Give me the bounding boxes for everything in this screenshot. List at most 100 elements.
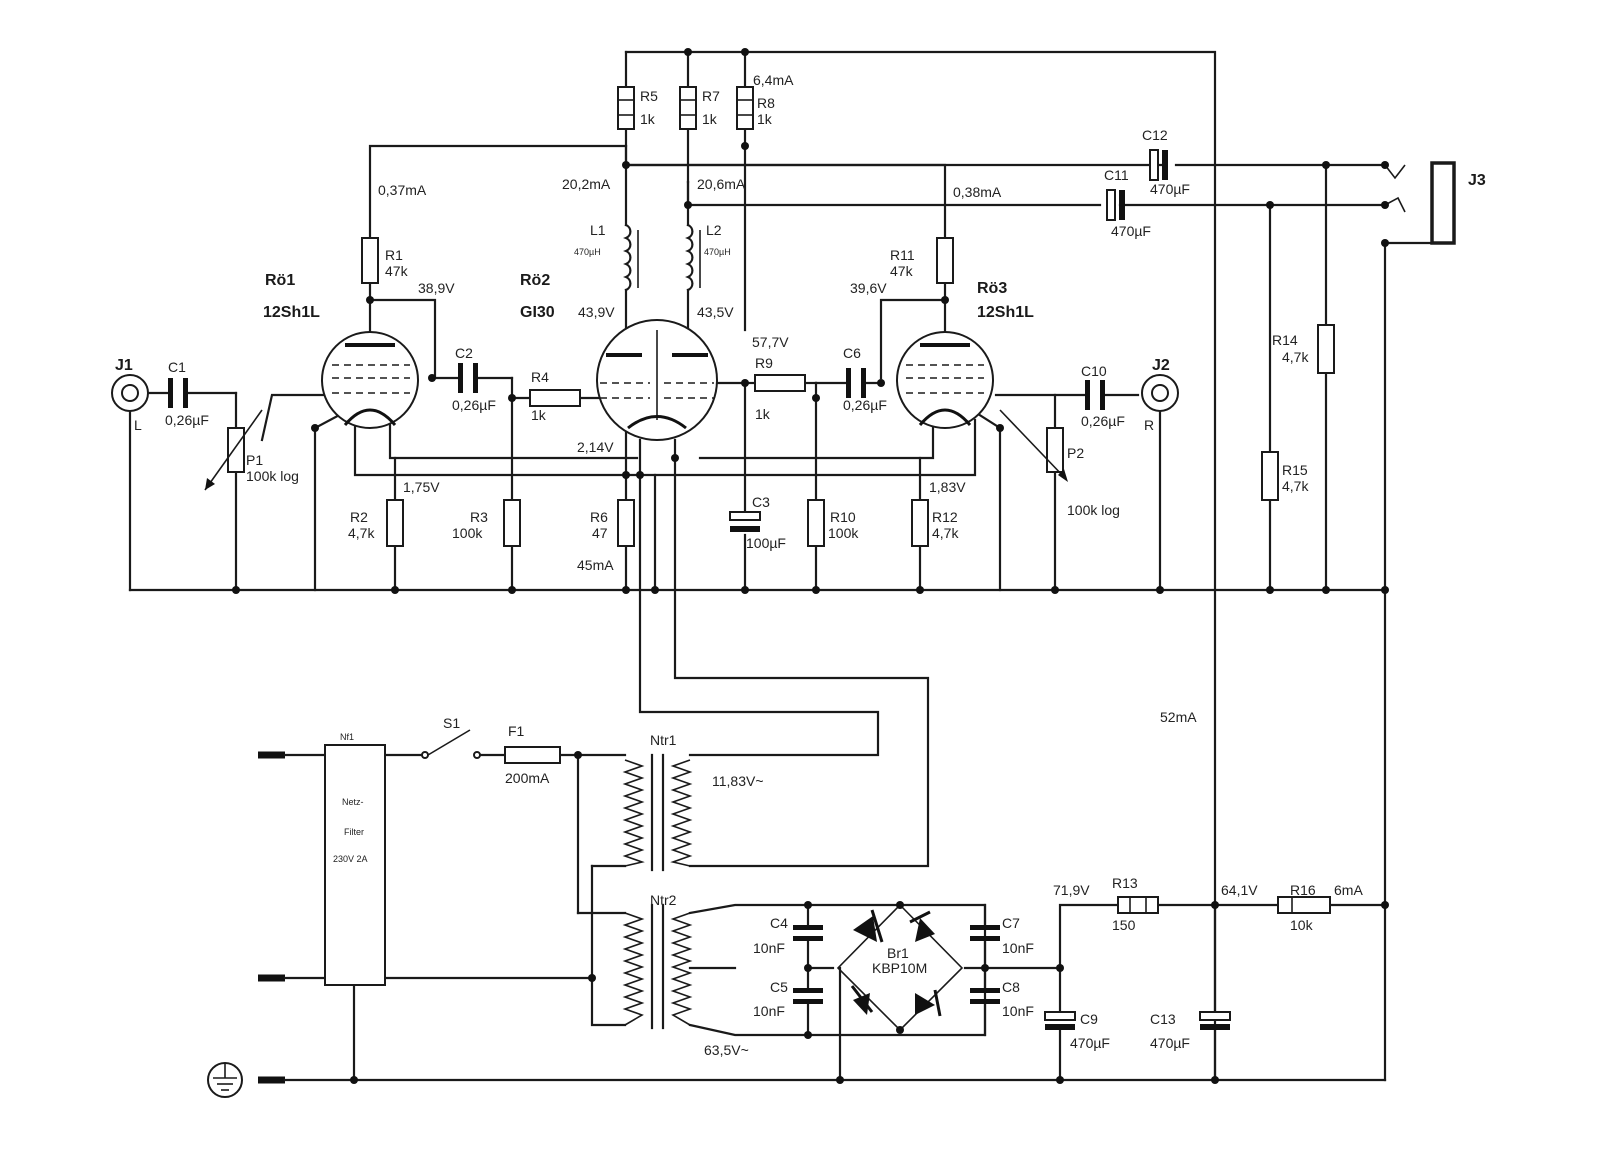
- label-r11-value: 47k: [890, 263, 914, 279]
- label-r1: R1: [385, 247, 403, 263]
- label-v-cath2: 2,14V: [577, 439, 614, 455]
- label-ro2-type: GI30: [520, 304, 555, 321]
- capacitor-c8: [970, 988, 1000, 1004]
- ground-symbol: [207, 1062, 243, 1098]
- capacitor-c12: [1149, 149, 1168, 181]
- label-r12: R12: [932, 509, 958, 525]
- label-p2-value: 100k log: [1067, 502, 1120, 518]
- bridge-rectifier-br1: [850, 909, 942, 1017]
- label-c5: C5: [770, 979, 788, 995]
- label-c11: C11: [1104, 167, 1129, 183]
- label-r9-value: 1k: [755, 406, 771, 422]
- resistor-r6: [617, 499, 635, 547]
- label-r1-value: 47k: [385, 263, 409, 279]
- label-r12-value: 4,7k: [932, 525, 959, 541]
- rca-jack-j1: [111, 374, 149, 412]
- label-c7-value: 10nF: [1002, 940, 1034, 956]
- fuse-f1: [504, 746, 561, 764]
- label-i-r8: 6,4mA: [753, 72, 794, 88]
- label-r11: R11: [890, 247, 915, 263]
- label-r4: R4: [531, 369, 549, 385]
- label-c2-value: 0,26µF: [452, 397, 496, 413]
- resistor-r4: [529, 389, 581, 407]
- label-c1: C1: [168, 359, 186, 375]
- label-i-r6: 45mA: [577, 557, 614, 573]
- label-r10-value: 100k: [828, 525, 859, 541]
- label-c8: C8: [1002, 979, 1020, 995]
- label-r2-value: 4,7k: [348, 525, 375, 541]
- resistor-r9: [754, 374, 806, 392]
- tube-ro2: [596, 319, 718, 441]
- inductor-l2: [685, 223, 694, 292]
- label-v-l1: 43,9V: [578, 304, 615, 320]
- label-l1: L1: [590, 222, 606, 238]
- transformer-ntr2: [622, 903, 693, 1030]
- label-r13-value: 150: [1112, 917, 1136, 933]
- resistor-r13: [1117, 896, 1159, 914]
- label-ro2-name: Rö2: [520, 272, 550, 289]
- label-i-l1: 20,2mA: [562, 176, 611, 192]
- switch-s1: [421, 729, 481, 759]
- label-c11-value: 470µF: [1111, 223, 1151, 239]
- label-j1-channel: L: [134, 417, 142, 433]
- capacitor-c1: [168, 378, 188, 408]
- resistor-r3: [503, 499, 521, 547]
- capacitor-c6: [846, 368, 866, 398]
- label-r6: R6: [590, 509, 608, 525]
- label-v-cath1: 1,75V: [403, 479, 440, 495]
- resistor-r15: [1261, 451, 1279, 501]
- label-p1: P1: [246, 452, 263, 468]
- potentiometer-p2: [999, 409, 1068, 482]
- label-r15-value: 4,7k: [1282, 478, 1309, 494]
- potentiometer-p1: [204, 409, 263, 491]
- label-f1-value: 200mA: [505, 770, 550, 786]
- label-r7-value: 1k: [702, 111, 718, 127]
- label-c3: C3: [752, 494, 770, 510]
- tube-ro1: [321, 331, 419, 429]
- label-l1-value: 470µH: [574, 247, 601, 257]
- label-c10: C10: [1081, 363, 1107, 379]
- label-c6-value: 0,26µF: [843, 397, 887, 413]
- capacitor-c13: [1199, 1011, 1231, 1030]
- label-r8: R8: [757, 95, 775, 111]
- label-filter-line2: Filter: [344, 827, 364, 837]
- label-c8-value: 10nF: [1002, 1003, 1034, 1019]
- mains-filter-nf1: [324, 744, 386, 986]
- label-filter-line3: 230V 2A: [333, 854, 368, 864]
- label-ntr2: Ntr2: [650, 892, 677, 908]
- resistor-r10: [807, 499, 825, 547]
- capacitor-c10: [1085, 380, 1105, 410]
- label-p2: P2: [1067, 445, 1084, 461]
- label-c4: C4: [770, 915, 788, 931]
- label-filter-line1: Netz-: [342, 797, 364, 807]
- label-c9-value: 470µF: [1070, 1035, 1110, 1051]
- label-v-ro1-plate: 38,9V: [418, 280, 455, 296]
- label-l2: L2: [706, 222, 722, 238]
- resistor-r16: [1277, 896, 1331, 914]
- label-br1: Br1: [887, 945, 909, 961]
- label-j2: J2: [1152, 357, 1170, 374]
- labels: J1 L J2 R J3 Rö1 12Sh1L Rö2 GI30 Rö3 12S…: [115, 72, 1486, 1058]
- label-r7: R7: [702, 88, 720, 104]
- label-c10-value: 0,26µF: [1081, 413, 1125, 429]
- resistor-r8: [736, 86, 754, 130]
- label-c7: C7: [1002, 915, 1020, 931]
- label-ntr1: Ntr1: [650, 732, 677, 748]
- headphone-jack-j3: [1430, 161, 1456, 245]
- label-r16: R16: [1290, 882, 1316, 898]
- resistor-r5: [617, 86, 635, 130]
- label-l2-value: 470µH: [704, 247, 731, 257]
- label-i-r11: 0,38mA: [953, 184, 1002, 200]
- label-r2: R2: [350, 509, 368, 525]
- resistor-r14: [1317, 324, 1335, 374]
- label-ro3-type: 12Sh1L: [977, 304, 1034, 321]
- capacitor-c11: [1106, 189, 1125, 221]
- label-r5-value: 1k: [640, 111, 656, 127]
- label-v-c9: 71,9V: [1053, 882, 1090, 898]
- inductor-l1: [623, 223, 632, 292]
- label-nf1: Nf1: [340, 732, 354, 742]
- label-br1-value: KBP10M: [872, 960, 927, 976]
- label-c3-value: 100µF: [746, 535, 786, 551]
- label-r13: R13: [1112, 875, 1138, 891]
